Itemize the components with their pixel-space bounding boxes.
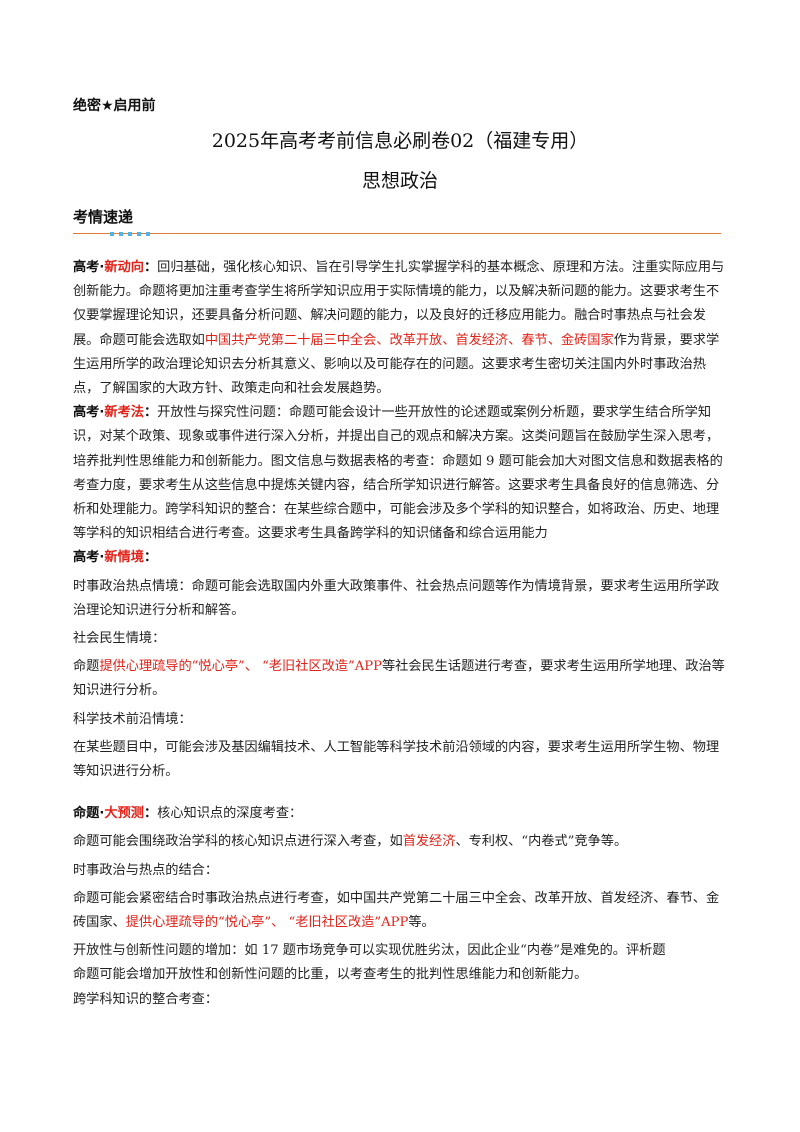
line-text: 、专利权、“内卷式”竞争等。 xyxy=(455,834,628,850)
label-keyword: 新动向 xyxy=(104,260,144,275)
divider-dot xyxy=(119,232,123,236)
paragraph-new-method: 高考·新考法：开放性与探究性问题：命题可能会设计一些开放性的论述题或案例分析题，… xyxy=(73,401,725,546)
document-body: 高考·新动向：回归基础，强化核心知识、旨在引导学生扎实掌握学科的基本概念、原理和… xyxy=(73,256,725,1012)
document-title: 2025年高考考前信息必刷卷02（福建专用） xyxy=(211,130,589,152)
label-colon: ： xyxy=(143,405,158,421)
label-keyword: 新情境 xyxy=(104,550,144,566)
paragraph-text: 作为背景，要求学生运用所学的政治理论知识去分析其意义、影响以及可能存在的问题。这… xyxy=(73,332,720,397)
divider-dot xyxy=(146,232,150,236)
highlight-text: 提供心理疏导的“悦心亭”、 “老旧社区改造”APP xyxy=(125,915,409,931)
prediction-line: 命题可能会围绕政治学科的核心知识点进行深入考查，如首发经济、专利权、“内卷式”竞… xyxy=(73,830,725,854)
label-keyword: 大预测 xyxy=(104,806,144,822)
divider-dots xyxy=(110,232,150,236)
line-text: 等社会民生话题进行考查，要求考生运用所学地理、政治等知识进行分析。 xyxy=(73,659,725,699)
prediction-line: 跨学科知识的整合考查： xyxy=(73,991,219,1007)
label-keyword: 新考法 xyxy=(104,405,144,421)
label-dot: · xyxy=(99,405,105,421)
context-line: 科学技术前沿情境： xyxy=(73,711,192,727)
prediction-line: 时事政治与热点的结合： xyxy=(73,862,219,878)
divider-dot xyxy=(110,232,114,236)
prediction-line: 命题可能会增加开放性和创新性问题的比重，以考查考生的批判性思维能力和创新能力。 xyxy=(73,967,588,983)
section-divider xyxy=(73,233,721,234)
paragraph-text: 开放性与探究性问题：命题可能会设计一些开放性的论述题或案例分析题，要求学生结合所… xyxy=(73,405,723,542)
prediction-line: 开放性与创新性问题的增加：如 17 题市场竞争可以实现优胜劣汰，因此企业“内卷”… xyxy=(73,943,666,959)
label-prefix: 高考 xyxy=(73,550,100,566)
context-line: 在某些题目中，可能会涉及基因编辑技术、人工智能等科学技术前沿领域的内容，要求考生… xyxy=(73,739,720,780)
label-prefix: 高考 xyxy=(73,405,100,421)
prediction-line: 命题可能会紧密结合时事政治热点进行考查，如中国共产党第二十届三中全会、改革开放、… xyxy=(73,887,725,935)
label-dot: · xyxy=(99,550,105,566)
label-colon: ： xyxy=(143,260,158,275)
paragraph-text: 回归基础，强化核心知识、旨在引导学生扎实掌握学科的基本概念、原理和方法。注重实际… xyxy=(73,260,725,348)
highlight-text: 首发经济 xyxy=(402,834,456,850)
label-dot: · xyxy=(99,806,105,822)
context-line: 社会民生情境： xyxy=(73,631,166,647)
confidential-mark: 绝密★启用前 xyxy=(73,98,156,114)
label-colon: ： xyxy=(143,806,158,822)
highlight-text: 中国共产党第二十届三中全会、改革开放、首发经济、春节、金砖国家 xyxy=(204,332,614,348)
line-text: 命题 xyxy=(73,659,100,675)
label-prefix: 高考 xyxy=(73,260,100,275)
divider-dot xyxy=(128,232,132,236)
highlight-text: 提供心理疏导的“悦心亭”、 “老旧社区改造”APP xyxy=(99,659,382,675)
label-prefix: 命题 xyxy=(73,806,100,822)
paragraph-new-trend: 高考·新动向：回归基础，强化核心知识、旨在引导学生扎实掌握学科的基本概念、原理和… xyxy=(73,256,725,401)
context-line: 时事政治热点情境：命题可能会选取国内外重大政策事件、社会热点问题等作为情境背景，… xyxy=(73,578,720,618)
spacer xyxy=(73,784,725,802)
label-dot: · xyxy=(99,260,105,275)
paragraph-new-context-heading: 高考·新情境： xyxy=(73,546,725,570)
label-colon: ： xyxy=(143,550,158,566)
line-text: 命题可能会紧密结合时事政治热点进行考查，如中国共产党第二十届三中全会、改革开放、… xyxy=(73,890,720,931)
divider-dot xyxy=(137,232,141,236)
section-heading: 考情速递 xyxy=(73,208,134,226)
line-text: 命题可能会围绕政治学科的核心知识点进行深入考查，如 xyxy=(73,834,403,850)
document-subtitle: 思想政治 xyxy=(361,170,438,192)
paragraph-prediction: 命题·大预测：核心知识点的深度考查： xyxy=(73,802,725,826)
context-line: 命题提供心理疏导的“悦心亭”、 “老旧社区改造”APP等社会民生话题进行考查，要… xyxy=(73,655,725,703)
line-text: 等。 xyxy=(408,915,435,931)
paragraph-text: 核心知识点的深度考查： xyxy=(157,806,303,822)
